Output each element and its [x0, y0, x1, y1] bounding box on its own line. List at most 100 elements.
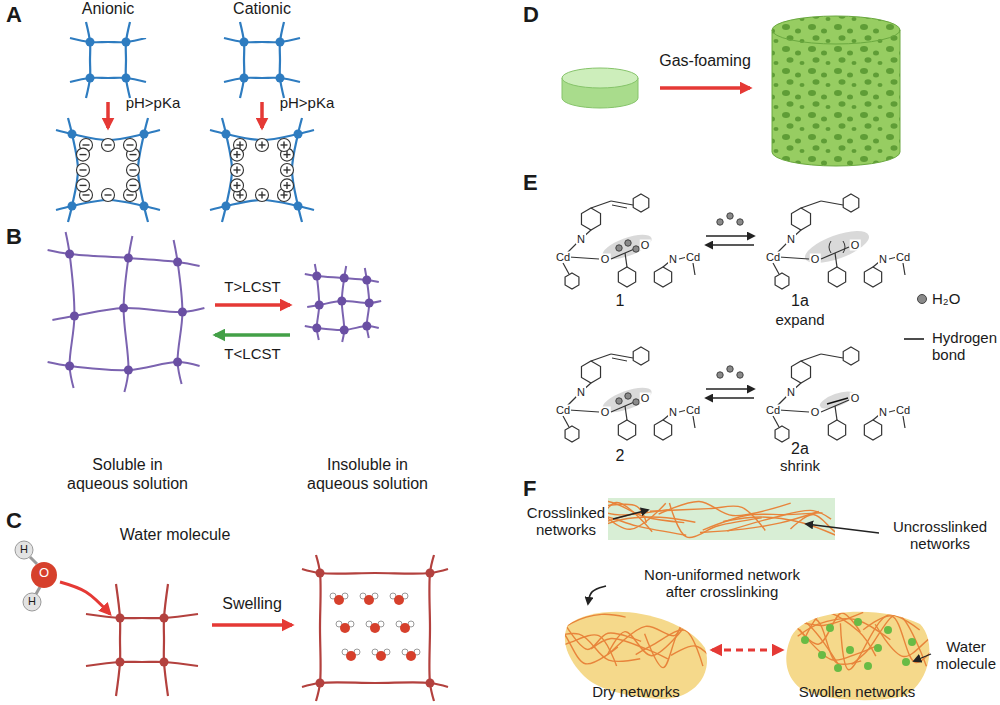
positive-charge: [261, 192, 262, 199]
panel-letter: F: [523, 476, 553, 501]
negative-charge: [127, 164, 140, 177]
positive-charge: [286, 151, 287, 158]
positive-charge: [231, 179, 244, 192]
pyridine-ring: [843, 194, 859, 212]
hydrogen-atom: [23, 593, 41, 611]
polymer-strand: [790, 513, 835, 535]
negative-charge: [80, 169, 87, 170]
water-dot: [633, 399, 639, 405]
chemical-bond: [625, 253, 627, 267]
negative-charge: [102, 139, 115, 152]
water-molecule: [402, 649, 420, 661]
pore-region: [599, 230, 654, 265]
positive-charge: [239, 192, 240, 199]
chemical-bond: [821, 354, 843, 358]
water-molecule: [396, 621, 414, 633]
chemical-bond: [903, 416, 905, 428]
hydrogen-bond: [827, 398, 848, 404]
water-molecule: [330, 593, 348, 605]
negative-charge: [83, 194, 90, 195]
node-text: Insoluble in aqueous solution: [300, 456, 435, 493]
polymer-strand: [723, 517, 835, 535]
porous-scaffold: [772, 30, 900, 166]
crosslink-point: [86, 38, 95, 47]
water-dot: [737, 219, 743, 225]
double-bond: [612, 205, 627, 208]
atom-label: O: [640, 240, 651, 251]
positive-charge: [286, 182, 287, 189]
positive-charge: [281, 179, 294, 192]
pyridine-ring: [775, 426, 789, 442]
polymer-strands: [540, 614, 756, 668]
crosslink-point: [116, 658, 125, 667]
water-dot: [717, 219, 723, 225]
atom-label: N: [576, 387, 586, 398]
negative-charge: [77, 179, 90, 192]
atom-label: Cd: [555, 252, 571, 263]
crosslink-point: [294, 202, 303, 211]
water-dot: [727, 366, 733, 372]
figure-label: shrink: [765, 457, 835, 474]
water-dot: [874, 644, 882, 652]
atom-label: O: [600, 407, 611, 418]
bond: [30, 557, 37, 564]
crosslink-point: [340, 274, 349, 283]
legend-text: H₂O: [932, 290, 998, 307]
crosslink-point: [70, 312, 79, 321]
polymer-strand: [840, 615, 919, 670]
arrow: [60, 582, 110, 614]
crosslink-point: [337, 297, 346, 306]
atom-label: Cd: [895, 252, 911, 263]
pore-region: [801, 224, 873, 269]
crosslink-point: [294, 130, 303, 139]
water-dot: [616, 398, 622, 404]
water-dot: [717, 372, 723, 378]
positive-charge: [231, 148, 244, 161]
node-text: Non-uniformed network after crosslinking: [627, 566, 817, 601]
chemical-bond: [611, 354, 633, 358]
pyridine-ring: [654, 420, 671, 440]
arrow: [212, 623, 292, 627]
figure-label: Water molecule: [934, 638, 998, 673]
network-strand: [224, 38, 300, 42]
arrow: [706, 235, 754, 236]
atom-label: Cd: [555, 405, 571, 416]
polymer-strands: [608, 501, 835, 538]
pyridine-ring: [581, 361, 600, 383]
network-figure: Insoluble in aqueous solution: [290, 228, 445, 495]
polymer-strand: [607, 627, 684, 656]
crosslink-point: [426, 569, 435, 578]
polymer-strand: [608, 504, 646, 523]
crosslink-point: [122, 74, 131, 83]
pyridine-ring: [791, 361, 810, 383]
connector-arrow: [588, 586, 606, 604]
panel-b-figure: [48, 232, 382, 392]
network-strand: [116, 584, 120, 696]
legend-text: Hydrogen bond: [932, 329, 998, 364]
pyridine-ring: [864, 420, 881, 440]
negative-charge: [102, 139, 115, 152]
network-strand: [224, 78, 300, 82]
panel-letter: B: [6, 224, 36, 249]
negative-charge: [77, 179, 90, 192]
chemical-bond: [569, 410, 599, 412]
network-strand: [164, 584, 168, 696]
crosslink-point: [173, 358, 182, 367]
water-molecule: [334, 595, 344, 605]
atom-label: O: [600, 254, 611, 265]
panel-f-figure: [734, 612, 964, 669]
negative-charge: [130, 185, 137, 186]
polymer-strand: [863, 616, 947, 663]
polymer-strand: [734, 620, 839, 667]
chemical-bond: [835, 253, 837, 267]
positive-charge: [278, 139, 291, 152]
positive-charge: [281, 164, 294, 177]
network-strand: [124, 236, 133, 392]
crosslink-point: [316, 569, 325, 578]
crosslink-point: [315, 301, 324, 310]
atom-label: N: [668, 407, 678, 418]
pyridine-ring: [775, 273, 789, 289]
porous-scaffold-top: [772, 16, 900, 44]
network-strand: [70, 78, 146, 82]
network-strand: [86, 614, 198, 618]
